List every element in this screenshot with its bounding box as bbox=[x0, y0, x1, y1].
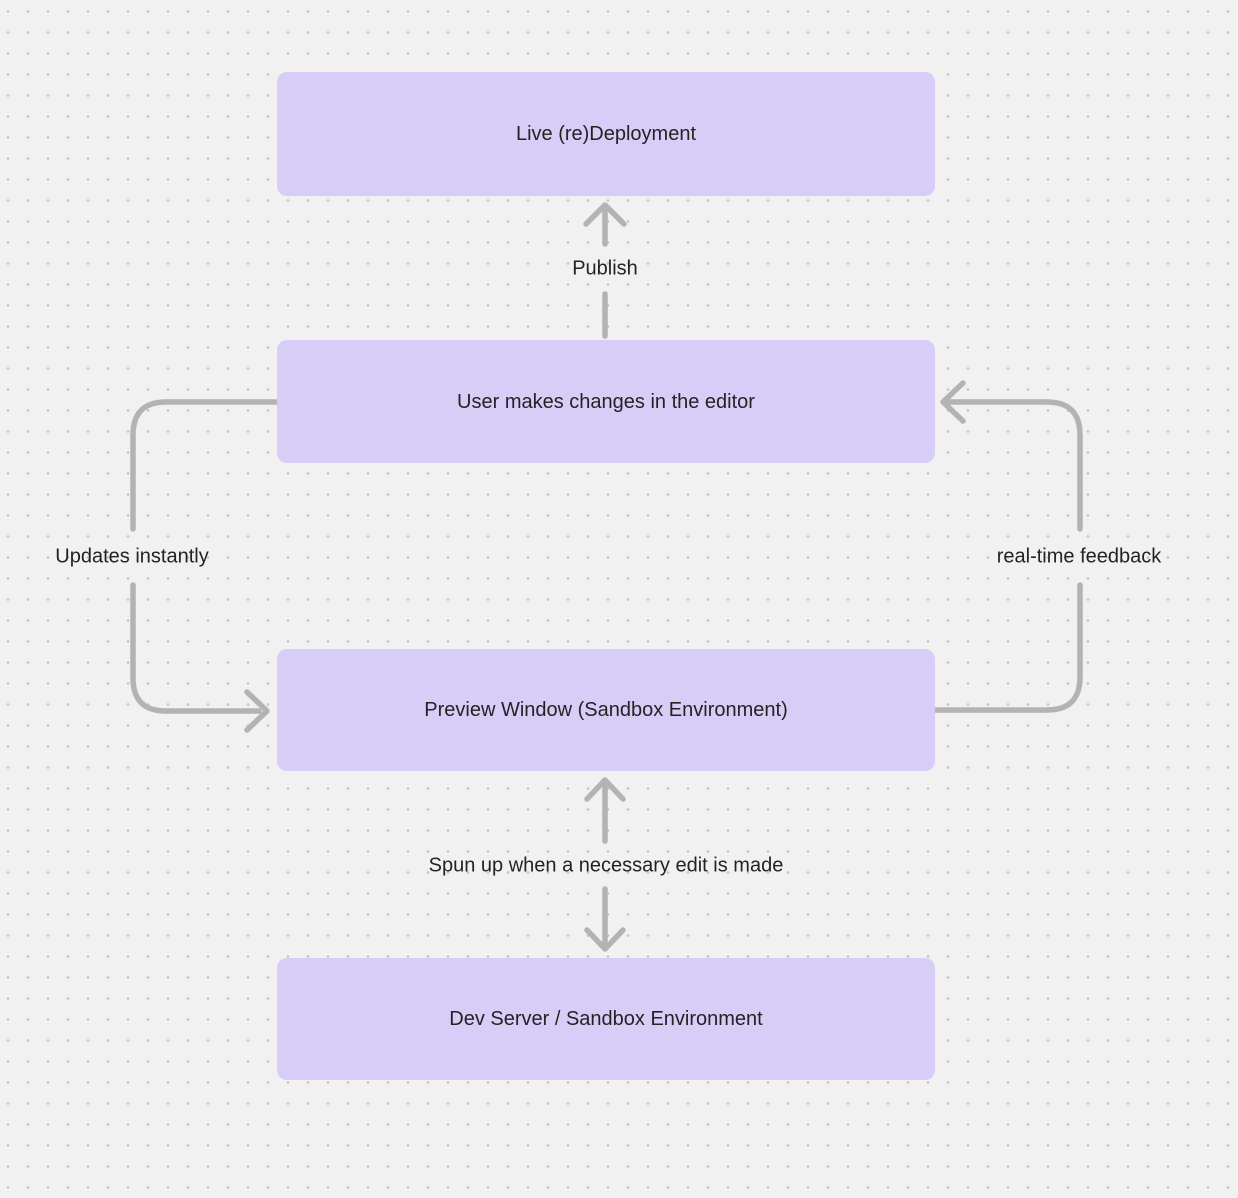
node-label: Preview Window (Sandbox Environment) bbox=[424, 699, 788, 721]
node-live-redeployment: Live (re)Deployment bbox=[277, 72, 935, 196]
node-label: Live (re)Deployment bbox=[515, 123, 697, 145]
edge-label-publish: Publish bbox=[572, 257, 638, 280]
real-time-feedback-connector bbox=[932, 380, 1083, 713]
arrowhead-down-icon bbox=[584, 927, 626, 952]
arrowhead-right-icon bbox=[244, 689, 270, 733]
arrowhead-up-icon bbox=[584, 777, 626, 802]
edge-label-updates-instantly: Updates instantly bbox=[55, 545, 209, 568]
arrowhead-up-icon bbox=[583, 202, 627, 227]
updates-instantly-connector bbox=[130, 399, 280, 733]
node-preview-window: Preview Window (Sandbox Environment) bbox=[277, 649, 935, 771]
edge-label-spun-up: Spun up when a necessary edit is made bbox=[428, 854, 784, 877]
node-user-editor: User makes changes in the editor bbox=[277, 340, 935, 463]
publish-arrow bbox=[583, 202, 627, 339]
node-dev-server: Dev Server / Sandbox Environment bbox=[277, 958, 935, 1080]
edge-label-real-time-feedback: real-time feedback bbox=[996, 545, 1162, 568]
arrowhead-left-icon bbox=[940, 380, 966, 424]
sandbox-spinup-connector bbox=[584, 777, 626, 952]
node-label: Dev Server / Sandbox Environment bbox=[449, 1008, 763, 1030]
node-label: User makes changes in the editor bbox=[457, 390, 755, 413]
